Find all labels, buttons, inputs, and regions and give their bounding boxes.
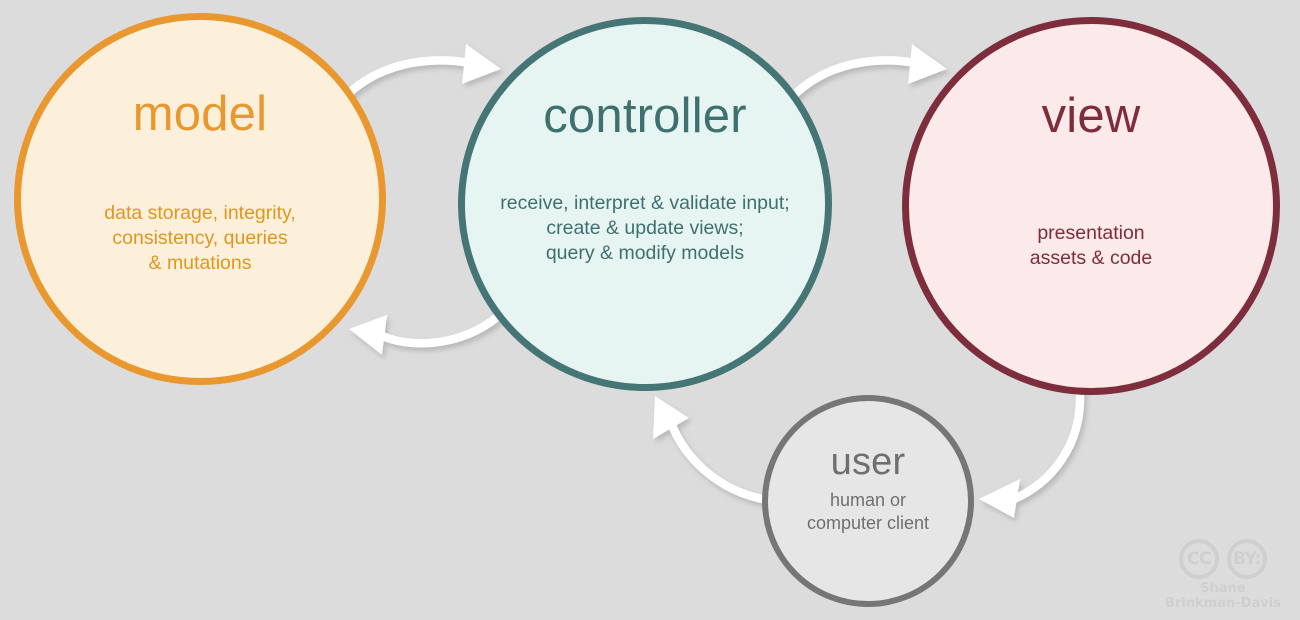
arrow-user-to-controller [653,396,773,505]
creative-commons-by-icon: BY: [1227,539,1267,580]
arrow-controller-to-model [349,305,510,355]
node-controller-description: receive, interpret & validate input;crea… [500,192,790,264]
arrow-view-to-user [979,387,1085,518]
node-model[interactable]: model data storage, integrity,consistenc… [14,13,386,385]
attribution-author-line1: Shane [1200,581,1246,597]
attribution-author-line2: Brinkman-Davis [1165,596,1281,612]
arrow-controller-to-view [787,44,947,102]
arrow-model-to-controller [340,44,501,102]
node-model-description: data storage, integrity,consistency, que… [104,202,296,274]
node-model-title: model [132,87,268,141]
creative-commons-badges: CC BY: [1179,539,1267,580]
attribution-block: CC BY: Shane Brinkman-Davis [1158,539,1288,612]
node-controller[interactable]: controller receive, interpret & validate… [458,17,832,391]
creative-commons-icon: CC [1179,539,1219,580]
node-view-title: view [1041,89,1141,143]
node-user-title: user [830,441,906,483]
node-controller-title: controller [543,89,747,143]
